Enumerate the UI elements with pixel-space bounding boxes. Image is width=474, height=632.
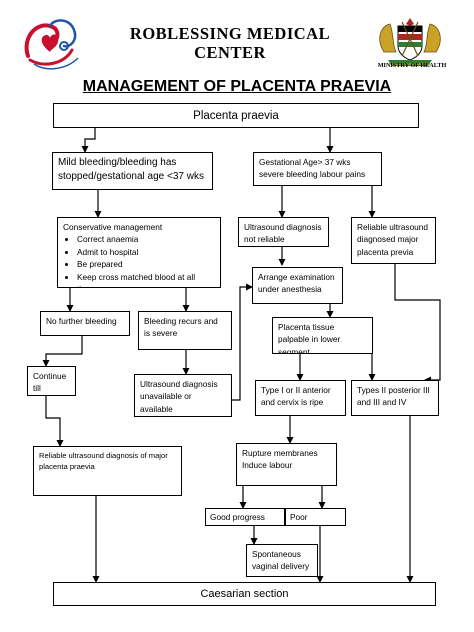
type-i-ii-box: Type I or II anterior and cervix is ripe [255, 380, 346, 416]
connector [42, 336, 83, 367]
induce-labour-text: Induce labour [242, 460, 293, 471]
hospital-name: ROBLESSING MEDICAL CENTER [129, 24, 331, 62]
rupture-membranes-text: Rupture membranes [242, 448, 318, 458]
good-progress-box: Good progress [205, 508, 285, 526]
continue-till-bleeding-box: Continue till bleeding [27, 366, 76, 396]
us-unavailable-box: Ultrasound diagnosis unavailable or avai… [134, 374, 232, 417]
placenta-praevia-box: Placenta praevia [53, 103, 419, 128]
connector [45, 396, 64, 447]
gestational-age-box: Gestational Age> 37 wks severe bleeding … [253, 152, 382, 186]
mild-bleeding-box: Mild bleeding/bleeding has stopped/gesta… [52, 152, 213, 190]
us-not-reliable-box: Ultrasound diagnosis not reliable [238, 217, 329, 247]
page-subtitle: MANAGEMENT OF PLACENTA PRAEVIA [82, 78, 392, 95]
placenta-palpable-box: Placenta tissue palpable in lower segmen… [272, 317, 373, 354]
bleeding-recurs-box: Bleeding recurs and is severe [138, 311, 232, 350]
rupture-membranes-box: Rupture membranes Induce labour [236, 443, 337, 486]
list-item: Correct anaemia [77, 233, 215, 245]
reliable-us-major-box: Reliable ultrasound diagnosed major plac… [351, 217, 436, 264]
no-further-bleeding-box: No further bleeding [40, 311, 130, 336]
connector [394, 263, 441, 384]
spontaneous-delivery-box: Spontaneous vaginal delivery [246, 544, 318, 577]
conservative-heading: Conservative management [63, 222, 163, 232]
list-item: Keep cross matched blood at all times [77, 271, 215, 287]
kenya-coat-of-arms-logo [379, 18, 441, 66]
poor-progress-box: Poor progress [285, 508, 346, 526]
types-ii-iv-box: Types II posterior III and III and IV [351, 380, 439, 416]
conservative-list: Correct anaemia Admit to hospital Be pre… [63, 233, 215, 287]
connector [232, 283, 253, 401]
list-item: Be prepared [77, 258, 215, 270]
reliable-us-left-box: Reliable ultrasound diagnosis of major p… [33, 446, 182, 496]
arrange-examination-box: Arrange examination under anesthesia [252, 267, 343, 304]
medical-center-logo [24, 19, 79, 70]
list-item: Admit to hospital [77, 246, 215, 258]
ministry-label: MINISTRY OF HEALTH [377, 62, 447, 69]
connector [81, 127, 96, 153]
caesarian-section-box: Caesarian section [53, 582, 436, 606]
conservative-management-box: Conservative management Correct anaemia … [57, 217, 221, 288]
